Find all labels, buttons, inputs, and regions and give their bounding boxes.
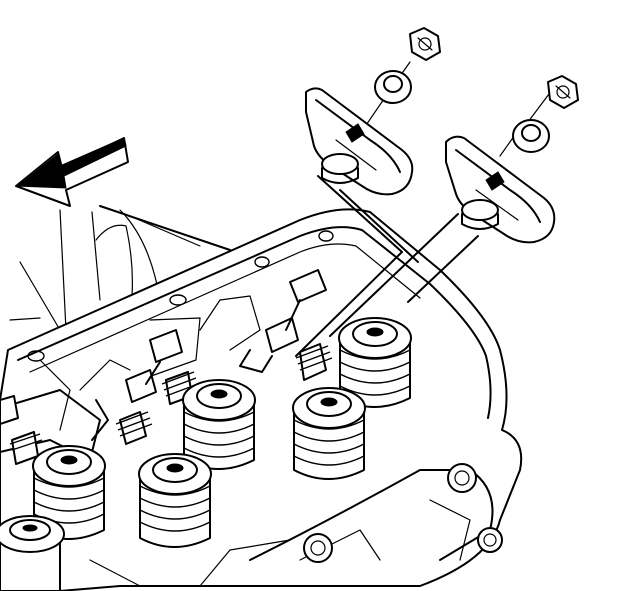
rocker-arm-icon	[445, 135, 556, 244]
rocker-nut-icon	[547, 75, 579, 109]
rocker-pivot-ball-icon	[512, 119, 550, 153]
rocker-arm-icon	[305, 87, 414, 196]
front-direction-arrow-icon	[15, 137, 129, 207]
rocker-nut-icon	[409, 27, 441, 61]
rocker-pivot-ball-icon	[374, 70, 412, 104]
fuel-injector-icon	[0, 269, 333, 465]
cylinder-head-icon	[0, 208, 523, 591]
head-bolt-boss-row	[27, 230, 334, 362]
lower-bolt-icon	[303, 463, 503, 563]
valve-spring-icon	[0, 317, 412, 591]
engine-block-outline	[9, 205, 231, 331]
